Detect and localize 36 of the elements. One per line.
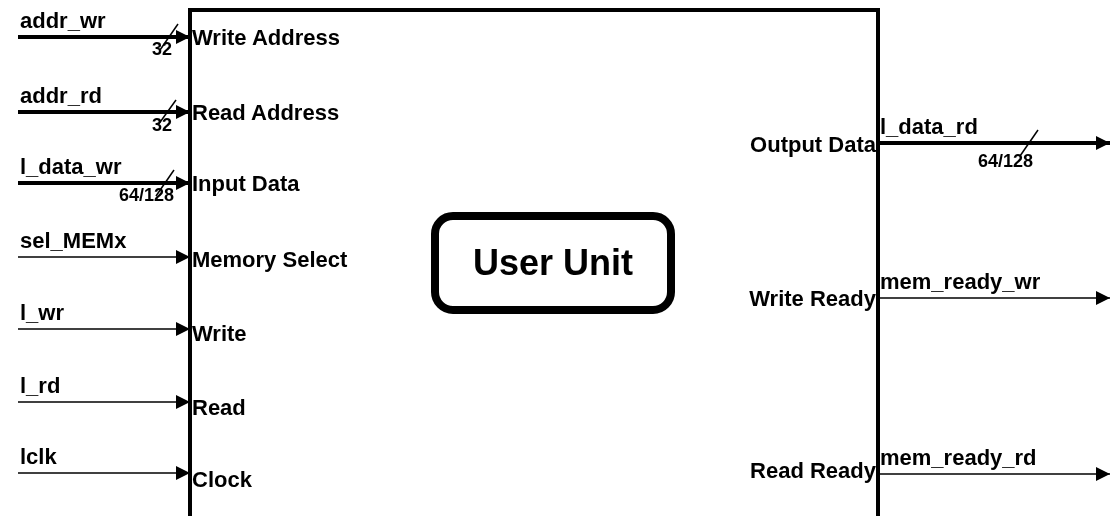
block-outline bbox=[188, 8, 880, 516]
bus-width-label: 64/128 bbox=[119, 186, 175, 204]
port-label: Input Data bbox=[192, 171, 300, 197]
unit-box: User Unit bbox=[431, 212, 675, 314]
bus-width-label: 32 bbox=[152, 116, 173, 134]
signal-name: lclk bbox=[20, 446, 57, 468]
port-label: Output Data bbox=[680, 132, 876, 158]
port-label: Read bbox=[192, 395, 246, 421]
signal-name: l_wr bbox=[20, 302, 65, 324]
port-label: Clock bbox=[192, 467, 252, 493]
bus-width-label: 64/128 bbox=[978, 152, 1034, 170]
port-label: Read Address bbox=[192, 100, 340, 126]
signal-name: addr_wr bbox=[20, 10, 106, 32]
signal-arrow bbox=[17, 395, 191, 409]
signal-arrow bbox=[879, 291, 1111, 305]
port-label: Write Address bbox=[192, 25, 340, 51]
port-label: Read Ready bbox=[680, 458, 876, 484]
bus-width-label: 32 bbox=[152, 40, 173, 58]
signal-arrow bbox=[18, 30, 190, 44]
signal-arrow bbox=[17, 322, 191, 336]
signal-name: mem_ready_wr bbox=[880, 271, 1041, 293]
signal-name: l_data_rd bbox=[880, 116, 978, 138]
signal-name: sel_MEMx bbox=[20, 230, 127, 252]
port-label: Write Ready bbox=[680, 286, 876, 312]
signal-name: l_data_wr bbox=[20, 156, 122, 178]
signal-name: addr_rd bbox=[20, 85, 102, 107]
signal-name: l_rd bbox=[20, 375, 61, 397]
port-label: Memory Select bbox=[192, 247, 348, 273]
signal-arrow bbox=[18, 176, 190, 190]
signal-arrow bbox=[17, 250, 191, 264]
signal-arrow bbox=[18, 105, 190, 119]
signal-arrow bbox=[879, 467, 1111, 481]
signal-arrow bbox=[17, 466, 191, 480]
signal-arrow bbox=[880, 136, 1110, 150]
signal-name: mem_ready_rd bbox=[880, 447, 1037, 469]
port-label: Write bbox=[192, 321, 247, 347]
